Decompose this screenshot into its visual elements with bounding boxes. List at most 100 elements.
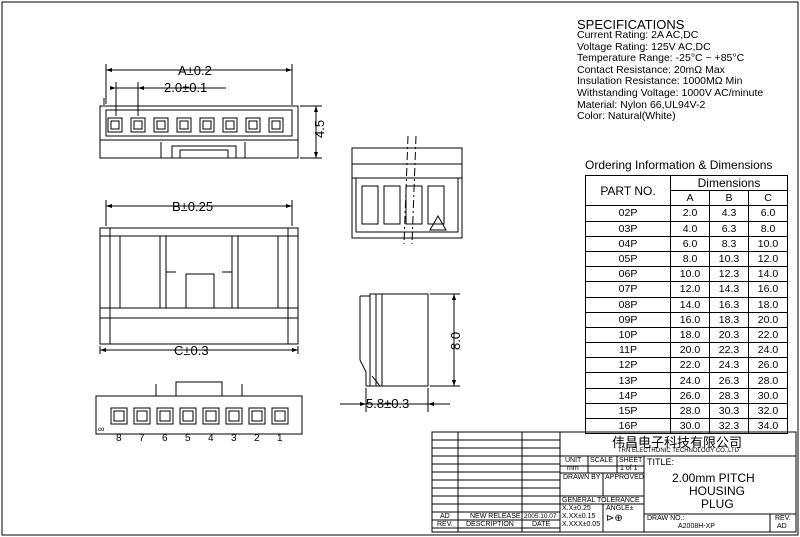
dimension-cell: 30.3	[709, 402, 749, 420]
part-no-cell: 08P	[585, 296, 671, 313]
col-header: A	[670, 190, 710, 207]
dimension-cell: 6.3	[709, 220, 749, 237]
pin-number: 1	[277, 433, 283, 444]
projection-icon: ⊳⊕	[606, 513, 623, 524]
dimension-cell: 22.0	[748, 326, 788, 344]
tolerance-line: X.XXX±0.05	[562, 521, 601, 528]
spec-line: Voltage Rating: 125V AC,DC	[577, 40, 711, 53]
rev-label: REV.	[775, 515, 791, 522]
spec-line: Material: Nylon 66,UL94V-2	[577, 98, 706, 111]
pin-number: 5	[185, 433, 191, 444]
pin-mark: ∞	[98, 424, 104, 434]
dimension-cell: 14.0	[670, 296, 710, 313]
dimension-cell: 10.0	[748, 235, 788, 252]
dimension-cell: 12.0	[670, 281, 710, 298]
tolerance-line: X.X±0.25	[562, 505, 591, 512]
title-line: HOUSING	[689, 484, 746, 498]
pin-number: 4	[208, 433, 214, 444]
dimension-cell: 20.3	[709, 326, 749, 344]
rev-value: AD	[777, 523, 787, 530]
dimension-cell: 24.0	[748, 342, 788, 359]
part-no-cell: 02P	[585, 205, 671, 222]
dimension-cell: 10.3	[709, 250, 749, 268]
angle-label: ANGLE±	[606, 505, 634, 512]
spec-line: Withstanding Voltage: 1000V AC/minute	[577, 87, 764, 99]
dimension-cell: 26.3	[709, 372, 749, 389]
part-no-cell: 06P	[585, 266, 671, 283]
part-no-cell: 11P	[585, 342, 671, 359]
dimension-cell: 18.0	[670, 326, 710, 344]
dimension-cell: 8.0	[670, 250, 710, 268]
revision-row-description: NEW RELEASE	[470, 513, 521, 520]
unit-label: UNIT	[565, 457, 582, 464]
part-no-cell: 14P	[585, 387, 671, 404]
dimension-cell: 16.0	[670, 311, 710, 328]
dimension-cell: 18.3	[709, 311, 749, 328]
dimension-cell: 32.3	[709, 417, 749, 435]
dimension-cell: 20.0	[748, 311, 788, 328]
dimension-cell: 28.0	[748, 372, 788, 389]
dimension-cell: 14.0	[748, 266, 788, 283]
dim-height-label: 4.5	[312, 120, 327, 138]
part-no-cell: 09P	[585, 311, 671, 328]
scale-label: SCALE	[590, 457, 613, 464]
dim-a-label: A±0.2	[178, 63, 212, 78]
dimension-cell: 2.0	[670, 205, 710, 222]
dimension-cell: 14.3	[709, 281, 749, 298]
dimension-cell: 8.0	[748, 220, 788, 237]
dim-pitch-label: 2.0±0.1	[164, 80, 207, 95]
dimension-cell: 16.0	[748, 281, 788, 298]
sheet-value: 1 of 1	[620, 465, 638, 472]
part-no-cell: 13P	[585, 372, 671, 389]
footer-rev: REV.	[437, 521, 453, 528]
title-label: TITLE:	[647, 457, 675, 467]
dimension-cell: 22.0	[670, 357, 710, 374]
revision-row-date: 2005.10.07	[524, 513, 557, 520]
draw-no-value: A2008H-XP	[678, 523, 715, 530]
pin-number: 3	[231, 433, 237, 444]
pin-number: 2	[254, 433, 260, 444]
dimension-cell: 30.0	[670, 417, 710, 435]
company-name-cn: 伟昌电子科技有限公司	[612, 435, 743, 450]
spec-line: Temperature Range: -25°C ~ +85°C	[577, 52, 745, 65]
dimension-cell: 24.3	[709, 357, 749, 374]
dimension-cell: 12.0	[748, 250, 788, 268]
part-no-cell: 10P	[585, 326, 671, 344]
company-name-en: TRN ELECTRONIC TECHNOLOGY CO.,LTD	[618, 448, 740, 454]
dimension-cell: 26.0	[748, 357, 788, 374]
general-tolerance-label: GENERAL TOLERANCE	[562, 497, 640, 504]
part-no-header: PART NO.	[585, 174, 671, 207]
title-line: 2.00mm PITCH	[672, 471, 755, 485]
draw-no-label: DRAW NO.:	[647, 515, 685, 522]
dimension-cell: 6.0	[670, 235, 710, 252]
revision-row-rev: AD	[440, 513, 450, 520]
footer-date: DATE	[532, 521, 551, 528]
dimension-cell: 6.0	[748, 205, 788, 222]
dimension-cell: 32.0	[748, 402, 788, 420]
dimension-cell: 16.3	[709, 296, 749, 313]
dimension-cell: 4.3	[709, 205, 749, 222]
dimension-cell: 26.0	[670, 387, 710, 404]
dimensions-header: Dimensions	[670, 174, 788, 192]
dim-side-height-label: 8.0	[448, 332, 463, 350]
dimension-cell: 24.0	[670, 372, 710, 389]
dimension-cell: 4.0	[670, 220, 710, 237]
dim-c-label: C±0.3	[174, 343, 209, 358]
part-no-cell: 03P	[585, 220, 671, 237]
dimension-cell: 28.3	[709, 387, 749, 404]
dimension-cell: 30.0	[748, 387, 788, 404]
spec-line: Contact Resistance: 20mΩ Max	[577, 63, 725, 76]
part-no-cell: 04P	[585, 235, 671, 252]
